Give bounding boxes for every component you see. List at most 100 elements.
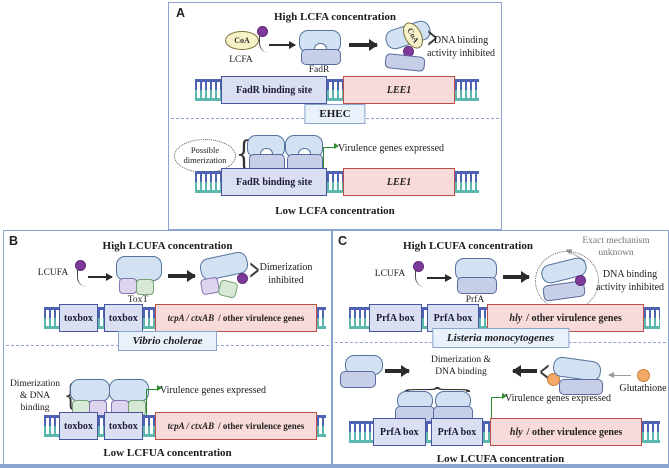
toxt-dimer-icon (109, 379, 149, 402)
toxt-domain-icon (217, 279, 239, 299)
panel-c-high-title: High LCUFA concentration (403, 240, 533, 252)
dna-ladder-segment (455, 79, 479, 101)
glutathione-icon (637, 369, 650, 382)
protein-label: PrfA (465, 295, 485, 305)
chevron-icon: > (249, 255, 260, 288)
panel-b: B High LCUFA concentration LCUFA ToxT > … (3, 230, 332, 467)
dna-ladder-segment (483, 421, 491, 443)
toxbox-site-box: toxbox (103, 304, 143, 332)
fadr-binding-site-box: FadR binding site (221, 76, 328, 104)
dna-ladder-segment (142, 307, 155, 329)
arrow-icon (88, 272, 113, 281)
dna-ladder-segment (479, 307, 488, 329)
lcufa-tail-icon (77, 269, 87, 287)
lcfa-tail-icon (259, 35, 269, 53)
dna-ladder-segment (142, 415, 155, 437)
toxt-domain-icon (136, 279, 154, 295)
prfa-box-site: PrfA box (369, 304, 422, 332)
prfa-dna-domain-icon (457, 277, 497, 294)
bold-arrow-icon (349, 39, 378, 50)
toxbox-site-box: toxbox (59, 412, 98, 440)
dna-ladder-segment (44, 307, 59, 329)
panel-c-label: C (338, 234, 348, 248)
panel-b-high-title: High LCUFA concentration (102, 240, 233, 252)
dna-ladder-segment (317, 307, 326, 329)
panel-c-low-title: Low LCUFA concentration (436, 453, 565, 465)
dna-ladder-segment (455, 171, 479, 193)
dna-ladder-segment (349, 421, 373, 443)
dna-ladder-segment (425, 421, 431, 443)
ligand-label: LCFA (229, 55, 253, 65)
toxt-protein-icon (116, 256, 162, 281)
dna-ladder-segment (195, 79, 221, 101)
prfa-dna-domain-icon (340, 371, 376, 388)
inhibition-note: DNA binding activity inhibited (426, 35, 496, 59)
protein-label: FadR (308, 65, 330, 75)
inhibition-note: Dimerization inhibited (259, 262, 313, 286)
arrow-icon (427, 273, 452, 282)
dna-bar: toxbox toxbox tcpA / ctxAB/ other virule… (44, 304, 326, 332)
panel-b-low-title: Low LCFUA concentration (103, 447, 232, 459)
mechanism-note: Exact mechanism unknown (582, 236, 650, 258)
bottom-border-band (0, 464, 669, 468)
thin-arrow-left-icon (608, 371, 631, 380)
toxbox-site-box: toxbox (59, 304, 98, 332)
prfa-box-site: PrfA box (430, 418, 484, 446)
dimerization-binding-note: Dimerization & DNA binding (9, 379, 61, 413)
gene-expression-arrow-icon (491, 393, 507, 422)
dna-ladder-segment (642, 421, 660, 443)
lcufa-bound-icon (575, 275, 586, 286)
bold-arrow-icon (503, 271, 530, 282)
inhibition-note: DNA binding activity inhibited (595, 269, 665, 293)
chevron-icon: < (539, 357, 550, 390)
bold-arrow-icon (168, 270, 196, 281)
panel-a: A High LCFA concentration CoA LCFA FadR … (168, 2, 502, 230)
ligand-label: LCUFA (37, 268, 69, 278)
virulence-gene-box: tcpA / ctxAB/ other virulence genes (154, 412, 317, 440)
dna-ladder-segment (44, 415, 59, 437)
dna-ladder-segment (327, 79, 344, 101)
fadr-notch-icon (298, 148, 311, 157)
dna-bar: FadR binding site LEE1 (195, 168, 479, 196)
lee1-gene-box: LEE1 (343, 76, 455, 104)
prfa-dna-domain-icon (559, 379, 603, 395)
toxt-domain-icon (119, 278, 137, 294)
dna-ladder-segment (349, 307, 369, 329)
dimerization-binding-note: Dimerization & DNA binding (431, 355, 491, 377)
dna-bar: PrfA box PrfA box hly/ other virulence g… (349, 304, 660, 332)
dna-bar: PrfA box PrfA box hly/ other virulence g… (349, 418, 660, 446)
organism-badge-vibrio: Vibrio cholerae (117, 331, 218, 351)
dna-ladder-segment (421, 307, 427, 329)
coa-badge: CoA (225, 31, 259, 50)
toxbox-site-box: toxbox (103, 412, 143, 440)
panel-b-label: B (9, 234, 19, 248)
organism-badge-ehec: EHEC (304, 104, 366, 124)
dna-ladder-segment (317, 415, 326, 437)
fadr-notch-icon (314, 43, 327, 52)
dna-bar: toxbox toxbox tcpA / ctxAB/ other virule… (44, 412, 326, 440)
dna-ladder-segment (97, 415, 104, 437)
toxt-dimer-icon (70, 379, 110, 402)
organism-badge-listeria: Listeria monocytogenes (431, 328, 570, 348)
dna-bar: FadR binding site LEE1 (195, 76, 479, 104)
expressed-label: Virulence genes expressed (160, 385, 267, 396)
bold-arrow-left-icon (512, 365, 537, 376)
bold-arrow-icon (385, 365, 410, 376)
gene-expression-arrow-icon (323, 143, 339, 172)
virulence-gene-box: tcpA / ctxAB/ other virulence genes (154, 304, 317, 332)
gene-expression-arrow-icon (146, 385, 162, 416)
dna-ladder-segment (327, 171, 344, 193)
panel-c: C High LCUFA concentration Exact mechani… (332, 230, 669, 468)
arrow-icon (269, 40, 296, 49)
fadr-dna-domain-icon (301, 49, 341, 65)
expressed-label: Virulence genes expressed (505, 393, 612, 404)
dna-ladder-segment (195, 171, 221, 193)
dna-ladder-segment (97, 307, 104, 329)
fadr-dna-domain-icon (384, 52, 426, 73)
expressed-label: Virulence genes expressed (338, 143, 445, 154)
protein-label: ToxT (127, 295, 149, 305)
prfa-box-site: PrfA box (373, 418, 426, 446)
glutathione-label: Glutathione (619, 383, 667, 394)
dna-ladder-segment (644, 307, 660, 329)
